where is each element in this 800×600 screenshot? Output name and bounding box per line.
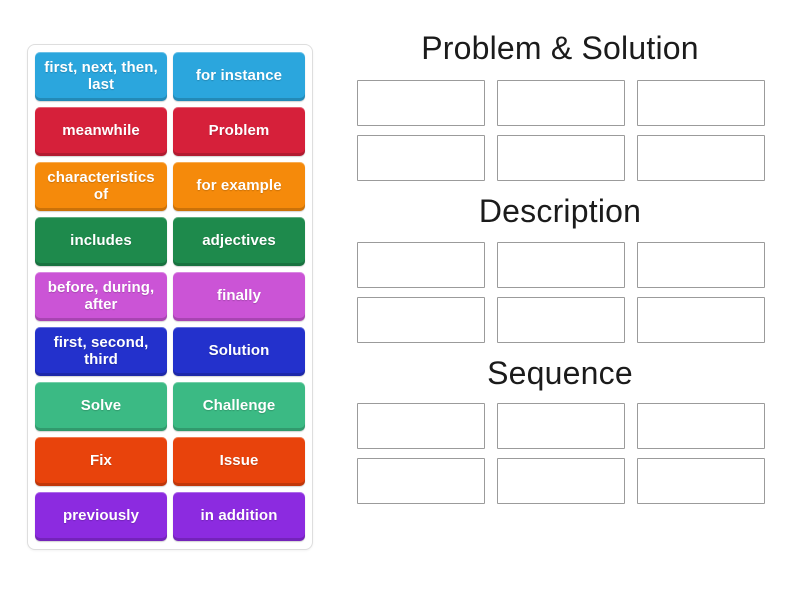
drop-slot[interactable] <box>497 296 625 343</box>
tile-label: Solve <box>80 397 122 415</box>
tile-fix[interactable]: Fix <box>35 437 167 486</box>
tile-label: for instance <box>195 67 283 85</box>
tile-label: characteristics of <box>47 168 155 203</box>
drop-slot[interactable] <box>637 134 765 181</box>
category-title: Problem & Solution <box>421 30 699 66</box>
tile-previously[interactable]: previously <box>35 492 167 541</box>
category-sequence: Sequence <box>340 355 780 505</box>
tile-label: previously <box>62 507 140 525</box>
tile-label: meanwhile <box>62 122 140 140</box>
category-description: Description <box>340 193 780 343</box>
tile-label: before, during, after <box>47 278 155 313</box>
tile-label: for example <box>196 177 282 195</box>
drop-slot[interactable] <box>637 403 765 450</box>
category-slot-grid <box>340 241 780 343</box>
category-slot-grid <box>340 79 780 181</box>
tile-label: Issue <box>219 452 259 470</box>
category-slot-grid <box>340 403 780 505</box>
drop-slot[interactable] <box>357 134 485 181</box>
tile-label: Solution <box>208 342 270 360</box>
drop-slot[interactable] <box>497 79 625 126</box>
category-problem-and-solution: Problem & Solution <box>340 30 780 181</box>
drop-slot[interactable] <box>637 458 765 505</box>
drop-slot[interactable] <box>637 241 765 288</box>
drop-slot[interactable] <box>637 296 765 343</box>
tile-includes[interactable]: includes <box>35 217 167 266</box>
drop-slot[interactable] <box>357 241 485 288</box>
tile-label: Problem <box>208 122 270 140</box>
tile-problem[interactable]: Problem <box>173 107 305 156</box>
tile-label: Challenge <box>202 397 276 415</box>
tile-characteristics-of[interactable]: characteristics of <box>35 162 167 211</box>
tile-finally[interactable]: finally <box>173 272 305 321</box>
tile-first-next-then-last[interactable]: first, next, then, last <box>35 52 167 101</box>
drop-slot[interactable] <box>497 458 625 505</box>
category-title: Description <box>478 192 642 229</box>
tile-label: first, next, then, last <box>44 58 158 93</box>
drop-slot[interactable] <box>357 79 485 126</box>
tile-label: Fix <box>90 452 112 470</box>
category-title: Sequence <box>487 354 633 391</box>
tile-label: adjectives <box>202 232 276 250</box>
drop-slot[interactable] <box>497 134 625 181</box>
tile-label: includes <box>70 232 132 250</box>
word-tile-panel: first, next, then, last for instance meanw… <box>27 44 313 550</box>
tile-issue[interactable]: Issue <box>173 437 305 486</box>
drop-slot[interactable] <box>637 79 765 126</box>
tile-solution[interactable]: Solution <box>173 327 305 376</box>
tile-for-example[interactable]: for example <box>173 162 305 211</box>
tile-label: first, second, third <box>53 333 149 368</box>
drop-slot[interactable] <box>357 458 485 505</box>
tile-meanwhile[interactable]: meanwhile <box>35 107 167 156</box>
tile-in-addition[interactable]: in addition <box>173 492 305 541</box>
drop-slot[interactable] <box>357 296 485 343</box>
tile-for-instance[interactable]: for instance <box>173 52 305 101</box>
drop-slot[interactable] <box>357 403 485 450</box>
tile-label: in addition <box>200 507 278 525</box>
drop-slot[interactable] <box>497 241 625 288</box>
tile-first-second-third[interactable]: first, second, third <box>35 327 167 376</box>
word-tile-grid: first, next, then, last for instance meanw… <box>35 52 305 541</box>
drop-slot[interactable] <box>497 403 625 450</box>
tile-before-during-after[interactable]: before, during, after <box>35 272 167 321</box>
tile-challenge[interactable]: Challenge <box>173 382 305 431</box>
tile-solve[interactable]: Solve <box>35 382 167 431</box>
tile-adjectives[interactable]: adjectives <box>173 217 305 266</box>
tile-label: finally <box>216 287 262 305</box>
